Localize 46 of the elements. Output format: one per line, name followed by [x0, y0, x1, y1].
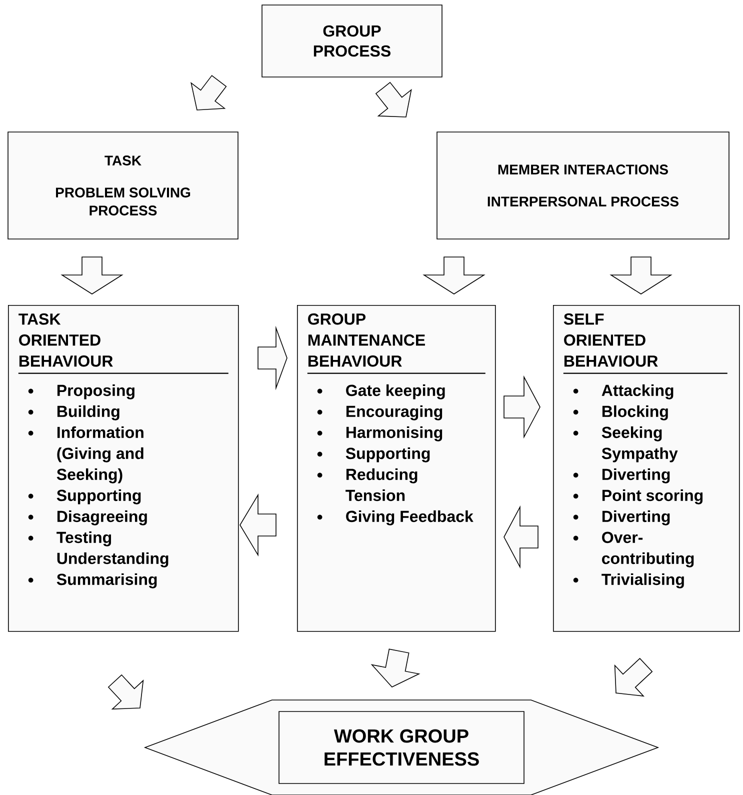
category-box	[553, 305, 740, 632]
category-box	[8, 305, 239, 632]
bullet-item: Diverting	[602, 468, 670, 484]
bullet-item: Building	[57, 405, 120, 420]
block-arrow	[240, 494, 276, 556]
box-text: INTERPERSONAL PROCESS	[488, 196, 678, 206]
bullet-item: Over-contributing	[602, 532, 694, 568]
heading: GROUP MAINTENANCE BEHAVIOUR	[308, 313, 425, 367]
bullet-item: Reducing Tension	[346, 468, 418, 502]
box-text: MEMBER INTERACTIONS	[498, 164, 668, 174]
block-arrow	[370, 648, 420, 688]
bullet-item: Information (Giving and Seeking)	[56, 426, 144, 484]
bullet-item: Disagreeing	[57, 510, 147, 526]
box-text: GROUP PROCESS	[314, 25, 390, 57]
bullet-item: Giving Feedback	[346, 510, 474, 526]
bullet-item: Supporting	[346, 447, 430, 462]
block-arrow	[610, 256, 672, 294]
bullet-item: Supporting	[56, 489, 141, 504]
bullet-item: Seeking Sympathy	[602, 426, 678, 462]
block-arrow	[422, 256, 486, 294]
bullet-item: Attacking	[602, 384, 674, 400]
block-arrow	[190, 75, 227, 110]
process-box	[8, 132, 238, 240]
block-arrow	[504, 375, 540, 439]
bullet-item: Proposing	[57, 384, 134, 400]
process-box	[278, 711, 524, 784]
bullet-item: Harmonising	[346, 426, 442, 442]
box-text: TASK	[104, 156, 142, 166]
bullet-item: Gate keeping	[346, 384, 445, 400]
category-box	[297, 305, 496, 632]
bullet-item: Summarising	[56, 573, 157, 588]
bullet-item: Encouraging	[346, 405, 442, 420]
heading: TASK ORIENTED BEHAVIOUR	[18, 313, 113, 367]
box-text: PROBLEM SOLVING PROCESS	[56, 188, 190, 216]
block-arrow	[504, 505, 538, 569]
heading: SELF ORIENTED BEHAVIOUR	[564, 313, 658, 367]
process-box	[262, 4, 442, 78]
block-arrow	[258, 326, 288, 390]
block-arrow	[60, 256, 124, 294]
bullet-item: Point scoring	[602, 489, 703, 504]
bullet-item: Trivialising	[602, 573, 684, 588]
process-box	[436, 132, 730, 240]
box-text: WORK GROUP EFFECTIVENESS	[324, 729, 479, 766]
bullet-item: Testing Understanding	[56, 531, 168, 568]
bullet-item: Diverting	[602, 510, 670, 526]
bullet-item: Blocking	[602, 405, 668, 420]
